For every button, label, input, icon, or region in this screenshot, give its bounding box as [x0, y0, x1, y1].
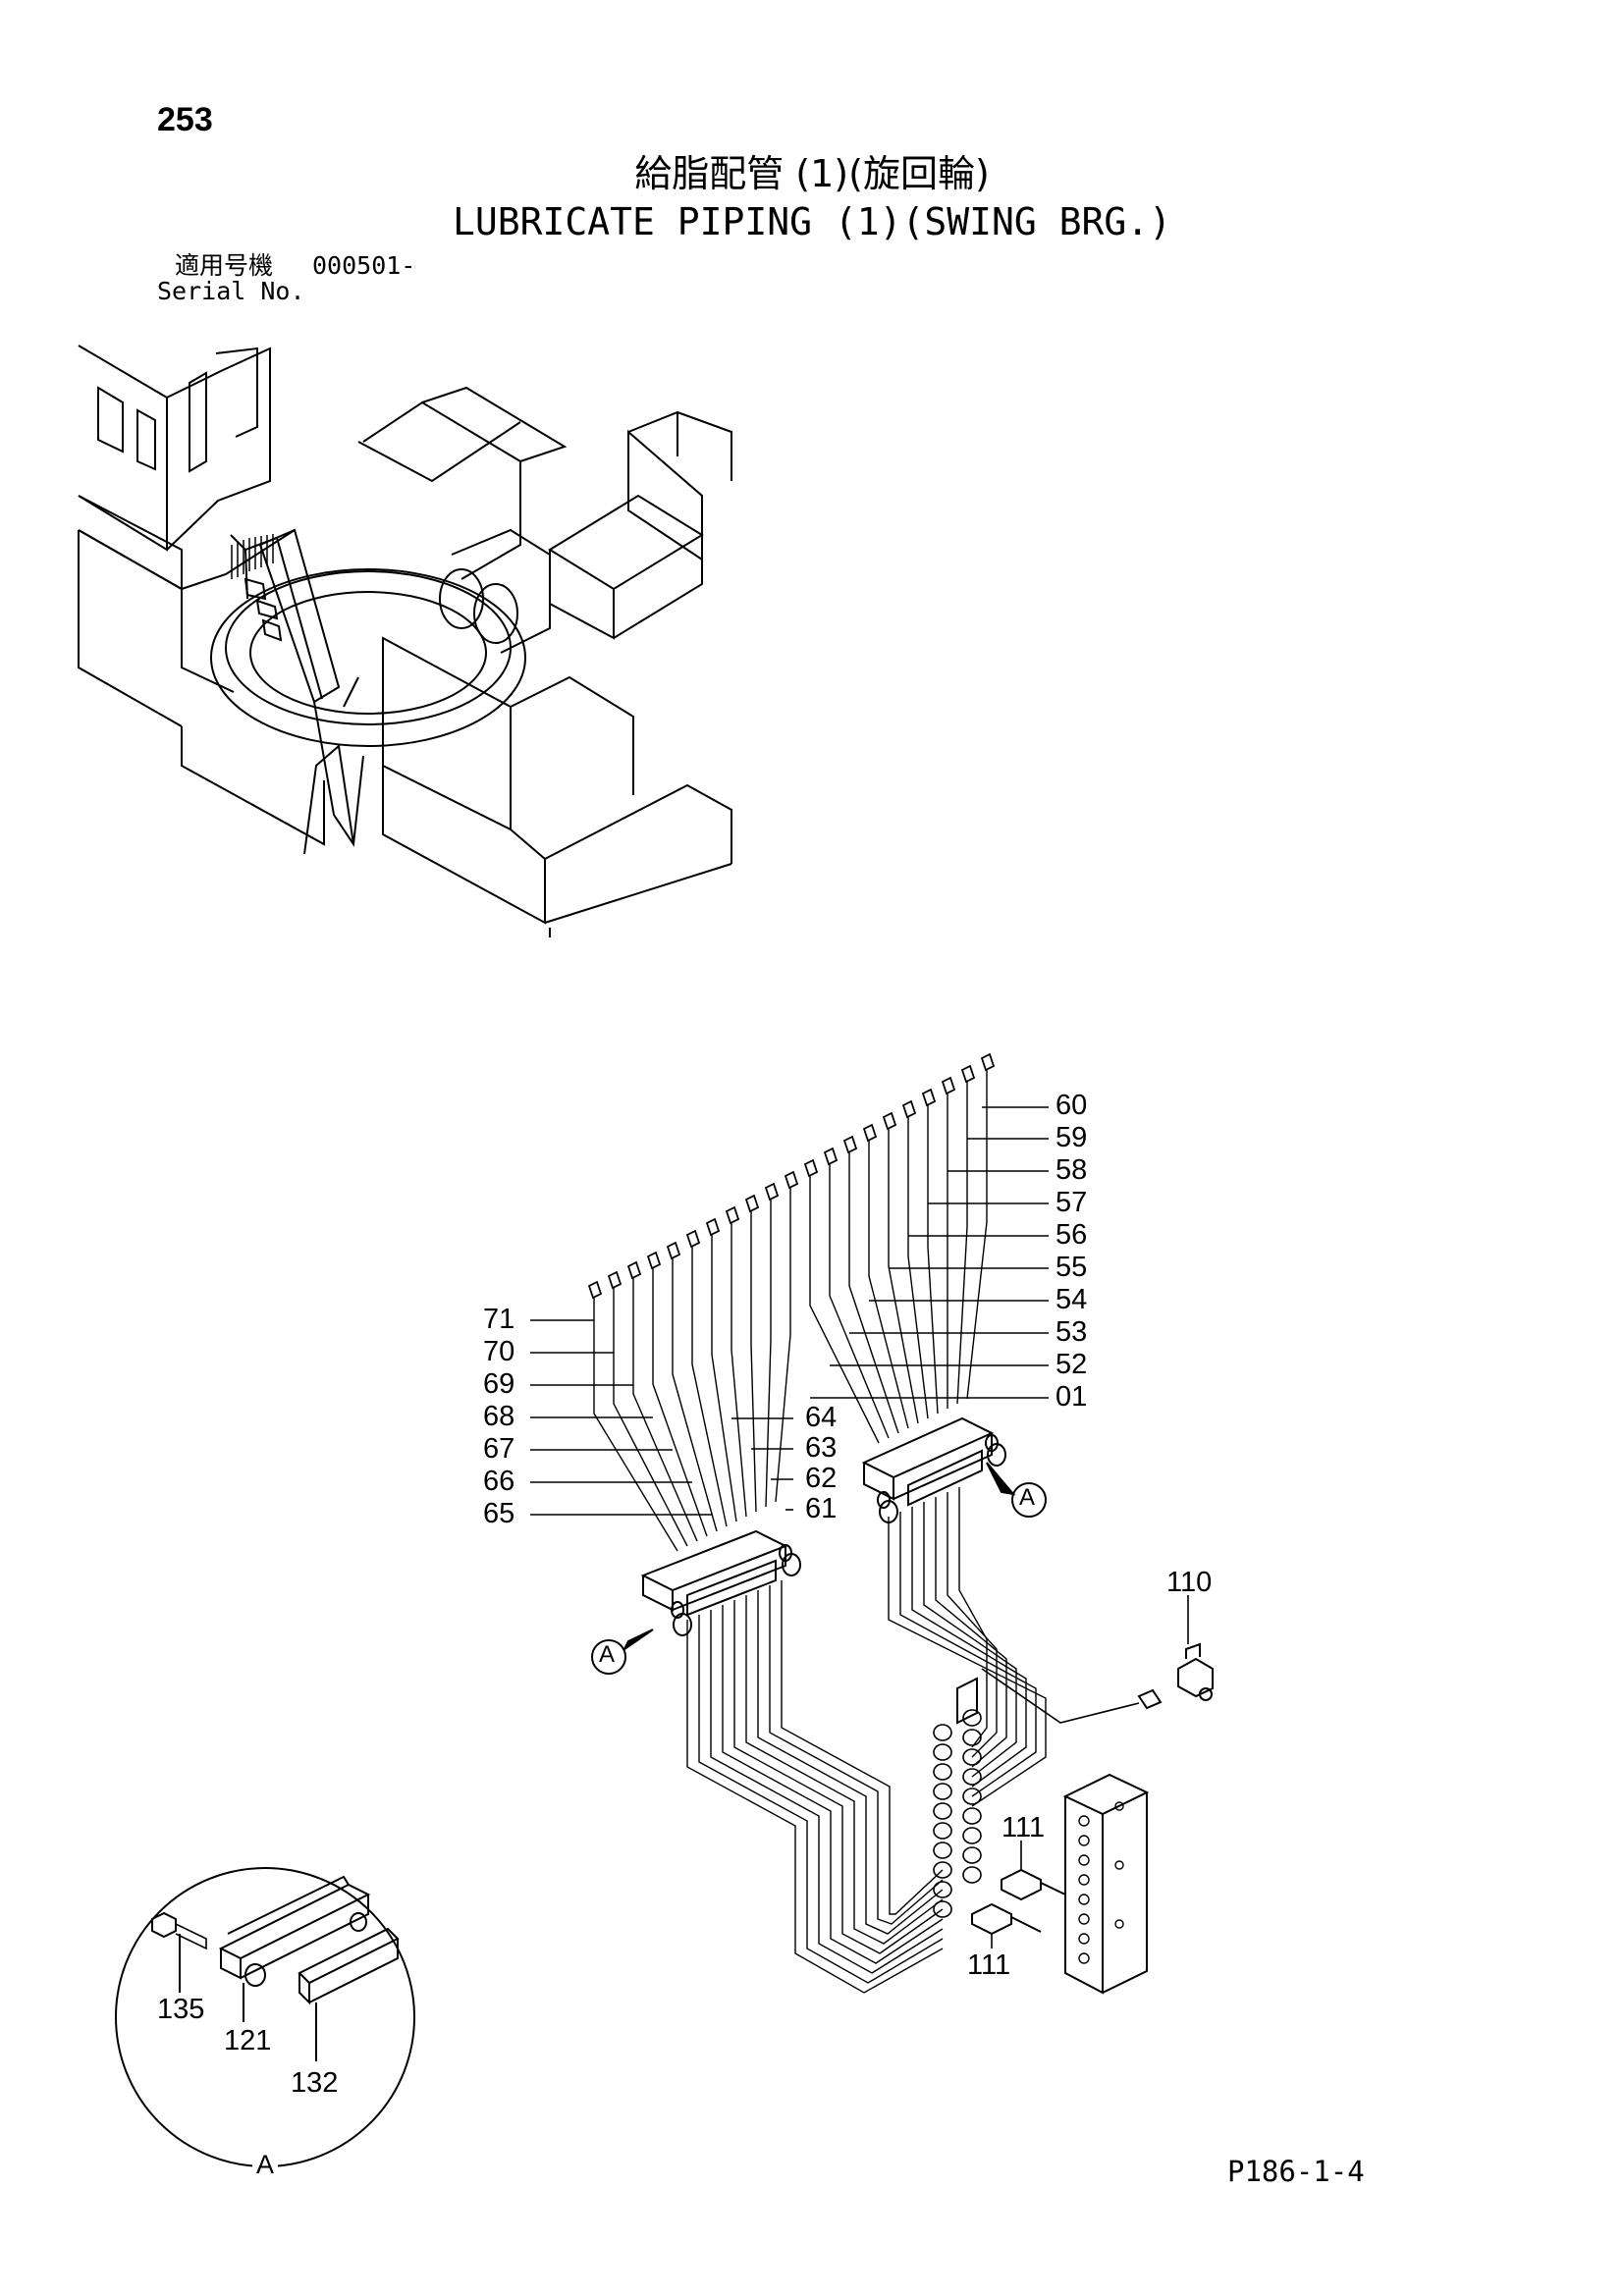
callout-65: 65	[483, 1498, 515, 1529]
distributor-valve-block	[1065, 1775, 1147, 1993]
callout-59: 59	[1056, 1122, 1088, 1153]
view-a-marker-right	[987, 1463, 1046, 1517]
callout-60: 60	[1056, 1090, 1088, 1121]
callout-56: 56	[1056, 1219, 1088, 1251]
callout-121: 121	[224, 2025, 272, 2056]
callout-71: 71	[483, 1304, 515, 1335]
callout-63: 63	[805, 1432, 838, 1464]
callout-110: 110	[1166, 1567, 1213, 1598]
connector-111-upper	[1001, 1870, 1065, 1899]
left-distribution-block	[643, 1531, 800, 1635]
pipes-to-right-block	[810, 1070, 987, 1443]
callout-67: 67	[483, 1433, 515, 1465]
lower-pipes-left	[687, 1580, 943, 1993]
callout-70: 70	[483, 1336, 515, 1367]
tee-fitting-110	[1178, 1644, 1213, 1700]
serial-number-value: 000501-	[312, 251, 416, 280]
callout-01: 01	[1056, 1381, 1088, 1413]
serial-label-japanese: 適用号機	[175, 251, 274, 280]
callout-64: 64	[805, 1402, 838, 1433]
connector-111-lower	[972, 1904, 1041, 1934]
callout-54: 54	[1056, 1284, 1088, 1315]
view-a-marker-left	[592, 1629, 653, 1674]
view-a-label-left: A	[599, 1641, 616, 1668]
detail-view-a-label: A	[252, 2152, 279, 2178]
callout-53: 53	[1056, 1316, 1088, 1348]
title-english: LUBRICATE PIPING (1)(SWING BRG.)	[452, 200, 1172, 243]
callout-52: 52	[1056, 1349, 1088, 1380]
callout-135: 135	[157, 1994, 205, 2025]
machine-overview-illustration	[79, 346, 731, 937]
callout-111-upper: 111	[1001, 1812, 1046, 1843]
drawing-code: P186-1-4	[1227, 2155, 1365, 2188]
title-japanese: 給脂配管 (1)(旋回輪)	[634, 152, 990, 195]
pipes-to-left-block	[594, 1188, 790, 1551]
callout-62: 62	[805, 1463, 838, 1494]
callout-61: 61	[805, 1493, 838, 1524]
view-a-label-right: A	[1019, 1484, 1036, 1511]
callout-57: 57	[1056, 1187, 1088, 1218]
callout-66: 66	[483, 1466, 515, 1497]
callout-58: 58	[1056, 1154, 1088, 1186]
callout-69: 69	[483, 1368, 515, 1400]
callout-132: 132	[291, 2067, 339, 2099]
junction-fittings	[934, 1710, 981, 1917]
page-number: 253	[157, 101, 213, 138]
lower-pipes-right	[889, 1487, 1046, 1806]
serial-label-english: Serial No.	[157, 277, 305, 305]
callout-55: 55	[1056, 1252, 1088, 1283]
grease-nipples-row	[589, 1054, 994, 1298]
callout-111-lower: 111	[967, 1949, 1011, 1981]
right-distribution-block	[864, 1418, 1005, 1522]
callout-leaders	[530, 1107, 1188, 1949]
callout-68: 68	[483, 1401, 515, 1432]
